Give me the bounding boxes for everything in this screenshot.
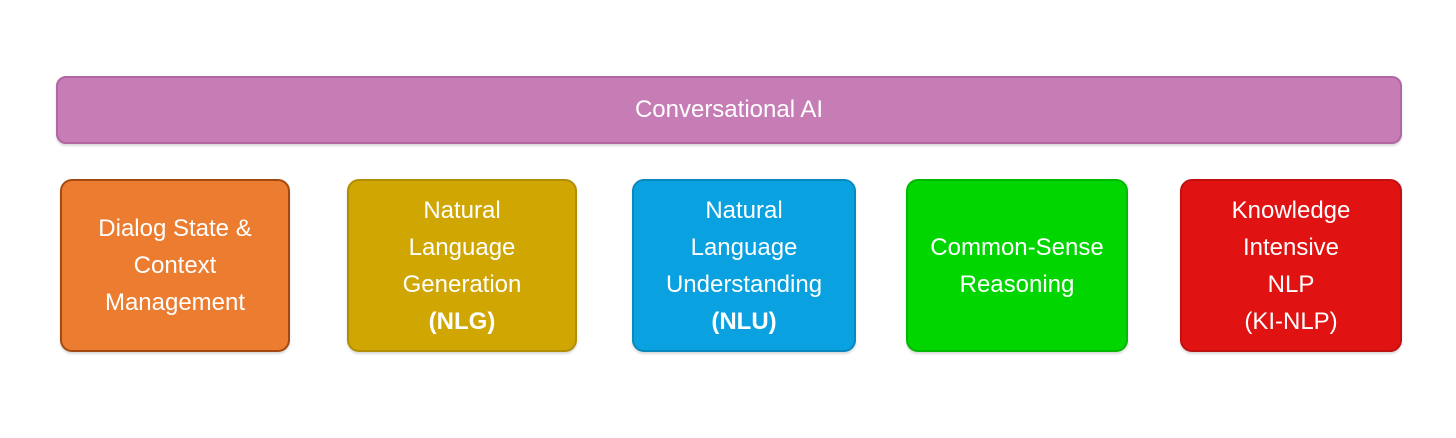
box-text-line: Understanding [665, 270, 823, 298]
box-text-line: Dialog State & [98, 215, 252, 242]
box-text-line: Language [408, 233, 516, 261]
box-text-line: Generation [402, 270, 522, 298]
box-abbreviation-line: (KI-NLP) [1244, 307, 1338, 335]
box-abbreviation-line: (NLU) [711, 307, 777, 335]
box-natural-language-generation: Natural Language Generation (NLG) [347, 179, 577, 352]
box-text-line: Management [104, 289, 246, 316]
box-text-line: Knowledge [1231, 196, 1351, 224]
box-text-line: Natural [705, 196, 783, 224]
box-abbreviation-line: (NLG) [428, 307, 496, 335]
box-text-line: Language [690, 233, 798, 261]
box-common-sense-reasoning: Common-Sense Reasoning [906, 179, 1128, 352]
box-text-line: Common-Sense [930, 233, 1104, 261]
banner-label: Conversational AI [634, 96, 824, 123]
box-text-line: Intensive [1242, 233, 1340, 261]
box-text-line: Context [133, 252, 217, 279]
box-natural-language-understanding: Natural Language Understanding (NLU) [632, 179, 856, 352]
box-dialog-state-context-management: Dialog State & Context Management [60, 179, 290, 352]
box-text-line: Natural [423, 196, 501, 224]
box-text-line: Reasoning [959, 270, 1075, 298]
box-knowledge-intensive-nlp: Knowledge Intensive NLP (KI-NLP) [1180, 179, 1402, 352]
conversational-ai-banner: Conversational AI [56, 76, 1402, 144]
box-text-line: NLP [1267, 270, 1315, 298]
